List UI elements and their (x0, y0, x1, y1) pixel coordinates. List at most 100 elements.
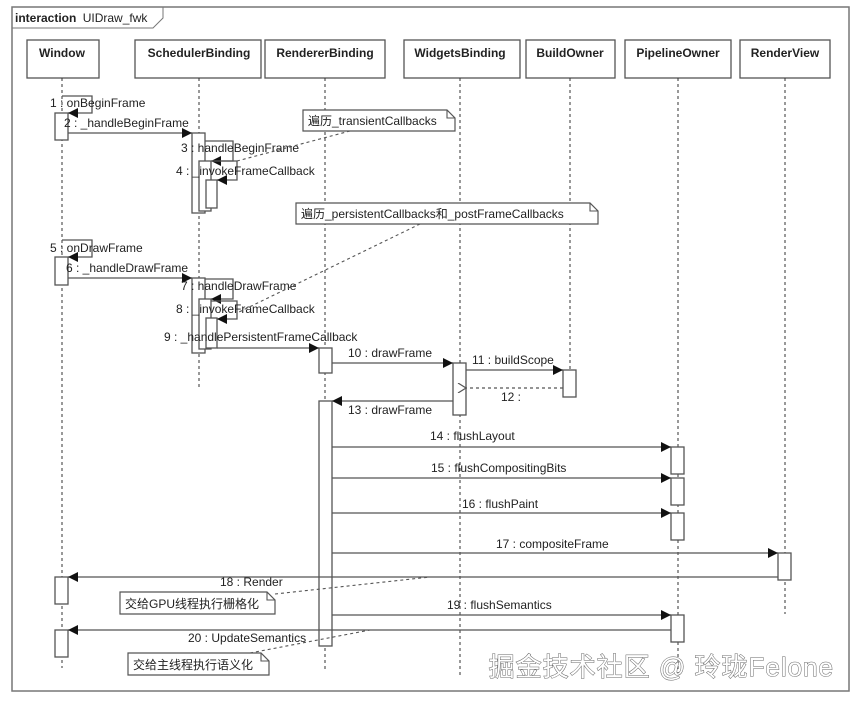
notes: 遍历_transientCallbacks 遍历_persistentCallba… (119, 109, 599, 676)
message-18: 18 : Render (68, 572, 778, 589)
activation-bar (54, 576, 69, 605)
lifeline-header (134, 39, 262, 79)
message-10: 10 : drawFrame (332, 346, 453, 368)
note-fold-corner (266, 592, 275, 601)
messages: 1 : onBeginFrame 2 : _handleBeginFrame 3 :… (50, 95, 778, 645)
activation-bar (562, 369, 577, 398)
message-label: 6 : _handleDrawFrame (66, 261, 188, 275)
message-label: 7 : handleDrawFrame (181, 279, 297, 293)
lifeline-label: RenderView (751, 46, 820, 60)
lifeline-label: WidgetsBinding (414, 46, 505, 60)
message-13: 13 : drawFrame (332, 396, 453, 417)
lifeline-header (26, 39, 100, 79)
lifeline-pipeline: PipelineOwner (624, 39, 732, 676)
activation-bar (54, 112, 69, 141)
message-label: 15 : flushCompositingBits (431, 461, 566, 475)
activation-bar (777, 552, 792, 581)
frame-title-tab (12, 7, 164, 29)
activation-bar (670, 446, 685, 475)
self-message-arrow (62, 95, 93, 118)
message-label: 10 : drawFrame (348, 346, 432, 360)
note-connector (236, 130, 351, 162)
frame-title: interaction UIDraw_fwk (15, 11, 148, 25)
message-label: 9 : _handlePersistentFrameCallback (164, 330, 358, 344)
lifeline-label: Window (39, 46, 86, 60)
lifeline-label: RendererBinding (276, 46, 373, 60)
message-16: 16 : flushPaint (332, 497, 671, 518)
note-box (119, 591, 276, 615)
message-15: 15 : flushCompositingBits (332, 461, 671, 483)
self-message-arrow (205, 278, 234, 304)
message-1: 1 : onBeginFrame (50, 95, 146, 118)
lifeline-label: PipelineOwner (636, 46, 720, 60)
activation-bar (54, 256, 69, 286)
message-label: 18 : Render (220, 575, 283, 589)
watermark: 掘金技术社区 @ 玲珑Felone (489, 652, 834, 682)
message-label: 19 : flushSemantics (447, 598, 552, 612)
lifeline-label: BuildOwner (536, 46, 604, 60)
message-label: 16 : flushPaint (462, 497, 539, 511)
message-2: 2 : _handleBeginFrame (64, 116, 192, 138)
message-19: 19 : flushSemantics (332, 598, 671, 620)
note-text: 交给GPU线程执行栅格化 (125, 596, 259, 611)
activation-bar (318, 347, 333, 374)
lifeline-header (525, 39, 616, 79)
message-7: 7 : handleDrawFrame (181, 278, 297, 304)
self-message-arrow (62, 239, 93, 262)
frame-name: UIDraw_fwk (83, 11, 149, 25)
self-message-arrow (211, 300, 238, 324)
note-fold-corner (589, 203, 598, 212)
message-label: 2 : _handleBeginFrame (64, 116, 189, 130)
note-transient: 遍历_transientCallbacks (236, 109, 456, 162)
activation-bar (452, 362, 467, 416)
lifelines: Window SchedulerBinding RendererBinding Wid… (26, 39, 831, 676)
activation-bar (670, 614, 685, 643)
note-connector (274, 576, 431, 595)
lifeline-window: Window (26, 39, 100, 668)
note-main: 交给主线程执行语义化 (127, 629, 371, 676)
note-text: 遍历_transientCallbacks (308, 114, 437, 128)
lifeline-header (403, 39, 521, 79)
message-label: 14 : flushLayout (430, 429, 515, 443)
message-6: 6 : _handleDrawFrame (66, 261, 192, 283)
activations (54, 112, 792, 658)
lifeline-label: SchedulerBinding (148, 46, 251, 60)
message-11: 11 : buildScope (466, 353, 563, 375)
self-message-arrow (211, 160, 238, 185)
message-label: 20 : UpdateSemantics (188, 631, 306, 645)
lifeline-widgets: WidgetsBinding (403, 39, 521, 676)
note-gpu: 交给GPU线程执行栅格化 (119, 576, 431, 615)
message-4: 4 : _invokeFrameCallback (176, 160, 316, 185)
activation-bar (318, 400, 333, 647)
activation-bar (205, 317, 218, 349)
note-box (127, 652, 270, 676)
activation-bar (670, 512, 685, 541)
message-12: 12 : (466, 388, 563, 404)
message-9: 9 : _handlePersistentFrameCallback (164, 330, 358, 353)
frame-keyword: interaction (15, 11, 76, 25)
activation-bar (54, 629, 69, 658)
lifeline-buildowner: BuildOwner (525, 39, 616, 394)
message-label: 1 : onBeginFrame (50, 96, 146, 110)
message-5: 5 : onDrawFrame (50, 239, 143, 262)
message-14: 14 : flushLayout (332, 429, 671, 452)
note-box (295, 202, 599, 225)
message-label: 5 : onDrawFrame (50, 241, 143, 255)
note-fold-corner (260, 653, 269, 662)
message-label: 11 : buildScope (472, 353, 554, 367)
note-text: 交给主线程执行语义化 (133, 657, 253, 672)
message-17: 17 : compositeFrame (332, 537, 778, 558)
activation-bar (670, 477, 685, 506)
note-box (302, 109, 456, 132)
message-label: 4 : _invokeFrameCallback (176, 164, 316, 178)
note-connector (249, 629, 371, 654)
lifeline-renderview: RenderView (739, 39, 831, 614)
message-label: 3 : handleBeginFrame (181, 141, 299, 155)
note-fold-corner (446, 110, 455, 119)
note-connector (236, 223, 421, 314)
note-text: 遍历_persistentCallbacks和_postFrameCallbac… (301, 207, 564, 221)
message-label: 17 : compositeFrame (496, 537, 609, 551)
message-label: 12 : (501, 390, 521, 404)
activation-bar (205, 179, 218, 209)
